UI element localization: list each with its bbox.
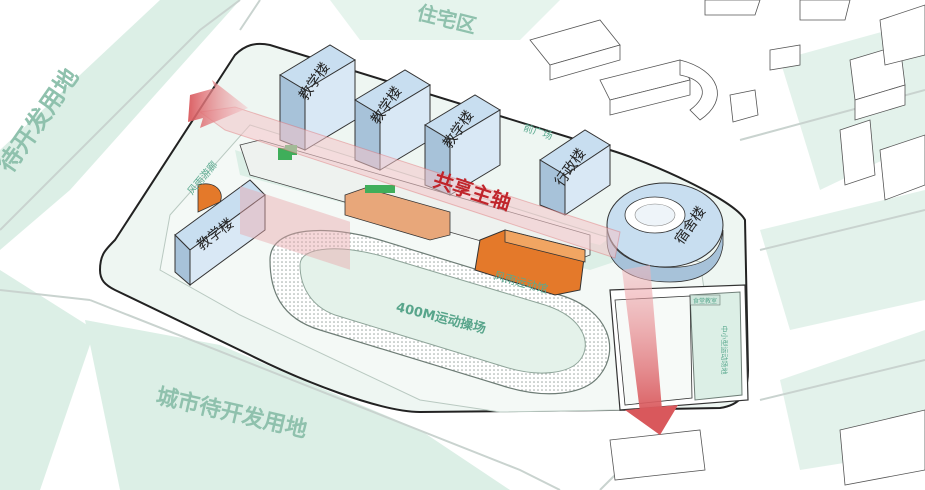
court-label: 中小型运动场地 xyxy=(720,326,729,375)
orange-semicircle-left xyxy=(197,183,222,213)
teaching-building-left: 教学楼 xyxy=(174,179,266,287)
green-strip-2 xyxy=(278,148,292,160)
running-track: 400M运动操场 xyxy=(269,229,611,395)
south-arrow xyxy=(622,265,678,435)
residential-buildings xyxy=(529,0,925,486)
small-building-label: 食堂教室 xyxy=(693,297,717,305)
dormitory-building: 宿舍楼 xyxy=(606,182,724,283)
green-strip-1 xyxy=(365,185,395,193)
admin-building: 行政楼 xyxy=(539,129,611,216)
